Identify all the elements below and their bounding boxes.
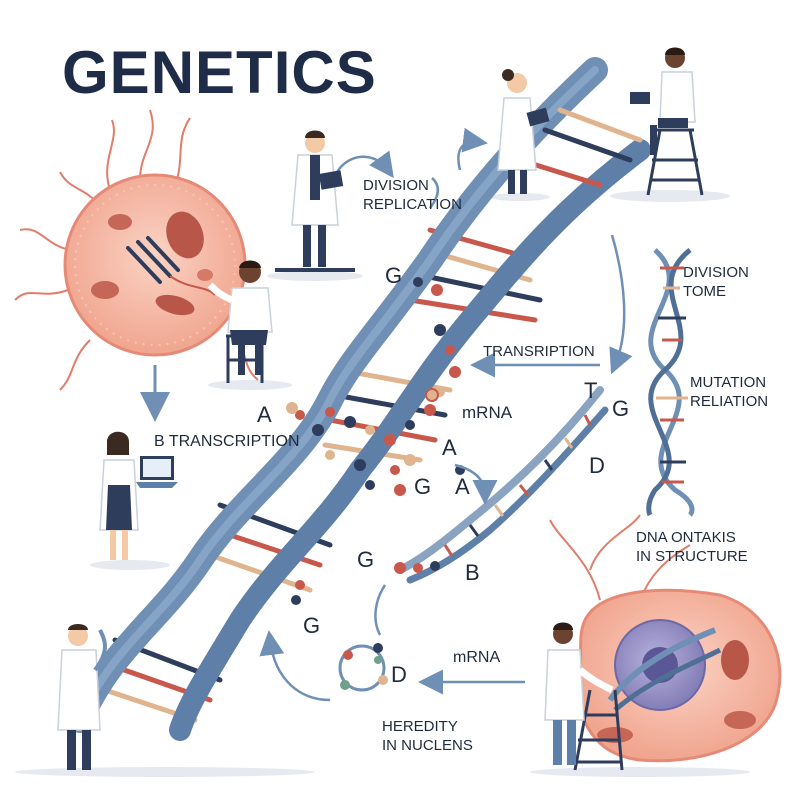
main-helix [67,57,651,741]
molecule-beads [286,277,465,605]
caption-mrna-center: mRNA [462,403,513,422]
caption-line: TOME [683,283,727,300]
scientist-bottom-right [544,622,614,765]
base-letter: G [612,396,630,421]
caption-b-transcription: B TRANSCRIPTION [154,433,300,450]
caption-line: DNA ONTAKIS [636,529,736,546]
caption-line: MUTATION [690,374,767,391]
base-letter: G [414,474,432,499]
scientist-tablet [497,69,550,194]
scientist-ladder-top [630,47,696,155]
base-letter: A [442,435,457,460]
base-letter: T [584,378,598,403]
base-letter: G [303,613,321,638]
caption-mrna-right: mRNA [453,649,501,666]
cell-top-left [14,109,259,391]
vertical-helix [646,248,695,517]
caption-line: REPLICATION [363,196,462,213]
flow-arrows [259,127,633,702]
base-letter: A [455,474,470,499]
caption-dna-structure: DNA ONTAKIS IN STRUCTURE [636,528,748,566]
base-letter: G [385,263,403,288]
caption-line: DIVISION [363,177,429,194]
scientist-seated [207,260,273,375]
base-letter: B [465,560,480,585]
caption-line: DIVISION [683,264,749,281]
base-letter: G [357,547,375,572]
page-title: GENETICS [62,39,377,106]
caption-transription: TRANSRIPTION [483,343,595,360]
caption-line: IN NUCLENS [382,737,473,754]
caption-mutation-reliation: MUTATION RELIATION [690,373,768,411]
caption-heredity: HEREDITY IN NUCLENS [382,717,473,755]
caption-line: RELIATION [690,393,769,410]
caption-line: IN STRUCTURE [636,548,748,565]
mrna-loop [338,643,388,692]
base-letter: A [257,402,272,427]
scientist-laptop [99,431,178,560]
base-letter: D [391,662,407,687]
caption-division-tome: DIVISION TOME [683,263,749,301]
caption-division-replication: DIVISION REPLICATION [363,176,462,214]
caption-line: HEREDITY [382,718,458,735]
scientist-clipboard [291,130,344,267]
small-helix [394,386,609,584]
scientist-bottom-left [57,624,107,770]
base-letter: D [589,453,605,478]
